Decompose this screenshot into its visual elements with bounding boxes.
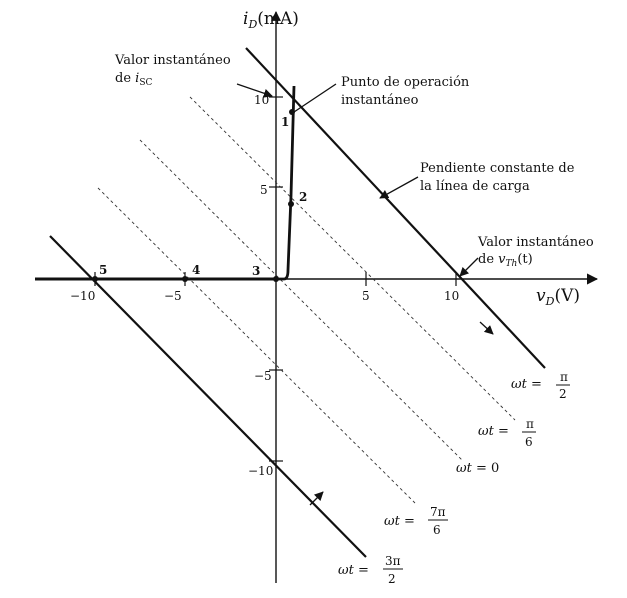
svg-text:7π: 7π — [430, 505, 446, 519]
load-line-3pi2 — [49, 235, 367, 558]
operating-point-annotation-line1: Punto de operación — [341, 75, 470, 90]
load-line-zero — [139, 139, 463, 461]
x-axis-label: vD(V) — [536, 286, 580, 308]
vth-annotation-line2: de vTh(t) — [478, 252, 533, 269]
isc-annotation-line1: Valor instantáneo — [114, 53, 231, 68]
x-tick-10: 10 — [444, 289, 459, 303]
wt-label-pi6: ωt = π 6 — [478, 417, 536, 449]
load-line-pi6 — [189, 96, 516, 421]
y-tick-5: 5 — [260, 183, 268, 197]
y-axis-label: iD(mA) — [243, 9, 299, 31]
point-label-5: 5 — [99, 263, 107, 277]
isc-pointer-arrow — [236, 83, 273, 98]
svg-text:ωt =: ωt = — [478, 424, 513, 439]
svg-text:6: 6 — [525, 435, 533, 449]
svg-text:2: 2 — [559, 387, 567, 401]
direction-arrow-upper — [479, 321, 494, 335]
vth-pointer-arrow — [459, 257, 479, 277]
diode-characteristic-curve — [276, 85, 296, 281]
direction-arrow-lower — [309, 491, 324, 506]
load-line-7pi6 — [97, 187, 416, 504]
wt-label-7pi6: ωt = 7π 6 — [384, 505, 448, 537]
svg-text:π: π — [526, 417, 534, 431]
point-label-1: 1 — [281, 115, 289, 129]
svg-text:3π: 3π — [385, 554, 401, 568]
point-label-3: 3 — [252, 264, 260, 278]
point-label-4: 4 — [192, 263, 200, 277]
operating-points — [92, 109, 295, 282]
slope-annotation-line2: la línea de carga — [420, 179, 530, 194]
svg-text:ωt =: ωt = — [384, 514, 419, 529]
wt-label-pi2: ωt = π 2 — [511, 370, 570, 401]
svg-text:6: 6 — [433, 523, 441, 537]
svg-text:π: π — [560, 370, 568, 384]
wt-label-3pi2: ωt = 3π 2 — [338, 554, 403, 586]
slope-annotation-line1: Pendiente constante de — [420, 161, 575, 176]
svg-text:ωt =: ωt = — [511, 377, 546, 392]
x-tick-5: 5 — [362, 289, 370, 303]
x-tick-neg5: −5 — [164, 289, 182, 303]
point-label-2: 2 — [299, 190, 307, 204]
slope-pointer-arrow — [379, 176, 419, 199]
vth-annotation-line1: Valor instantáneo — [477, 235, 594, 250]
svg-text:ωt =: ωt = — [338, 563, 373, 578]
y-tick-neg5: −5 — [254, 369, 272, 383]
operating-point-annotation-line2: instantáneo — [341, 93, 419, 108]
isc-annotation-line2: de iSC — [115, 71, 152, 88]
wt-label-zero: ωt = 0 — [456, 461, 499, 476]
operating-point-pointer — [293, 83, 337, 113]
y-tick-10: 10 — [254, 93, 269, 107]
svg-text:ωt = 0: ωt = 0 — [456, 461, 499, 476]
svg-text:2: 2 — [388, 572, 396, 586]
x-tick-neg10: −10 — [70, 289, 95, 303]
load-line-pi2 — [245, 47, 546, 369]
y-tick-neg10: −10 — [248, 464, 273, 478]
